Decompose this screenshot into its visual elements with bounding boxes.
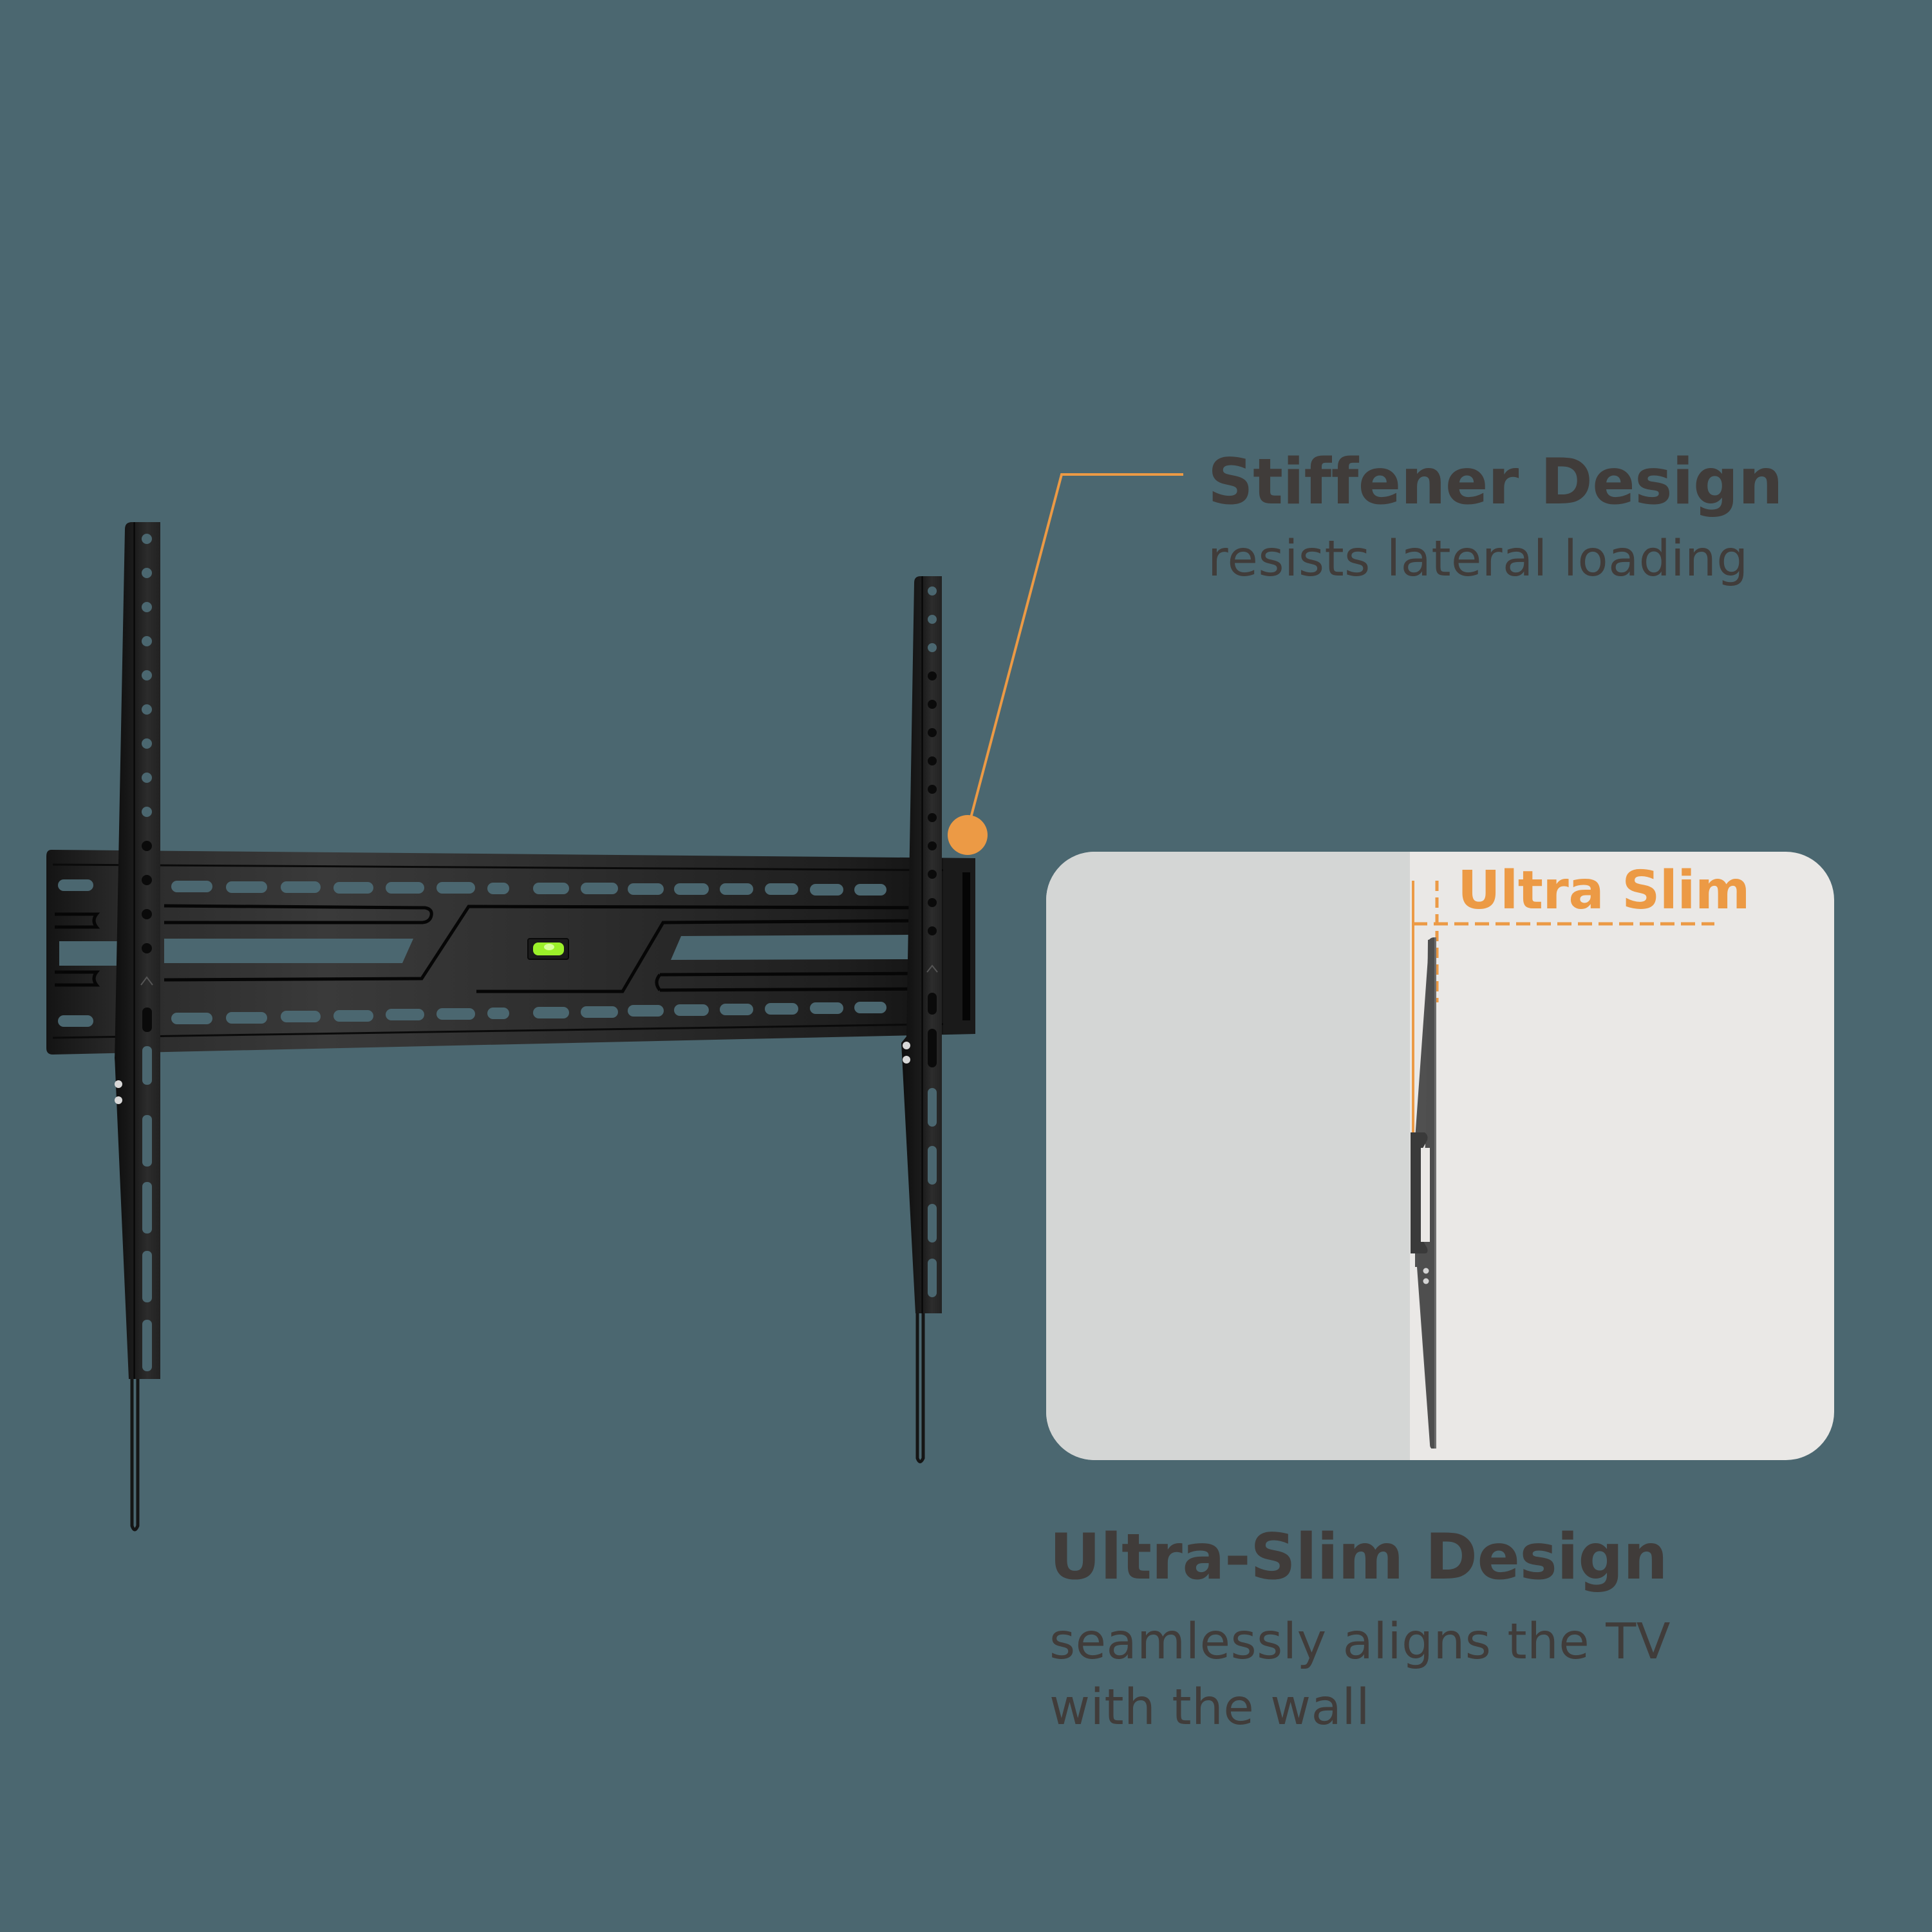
stiffener-design-title: Stiffener Design bbox=[1208, 445, 1783, 519]
wall-surface bbox=[1046, 852, 1410, 1460]
ultra-slim-profile-panel: Ultra Slim bbox=[1046, 852, 1834, 1460]
ultra-slim-design-title: Ultra-Slim Design bbox=[1049, 1521, 1668, 1594]
left-long-cutout bbox=[164, 939, 413, 963]
bracket-side-profile bbox=[1411, 881, 1714, 1449]
right-safety-cable bbox=[915, 1313, 925, 1463]
left-safety-cable bbox=[130, 1379, 140, 1532]
top-slot-row bbox=[58, 879, 973, 896]
ultra-slim-design-subtitle-line2: with the wall bbox=[1049, 1679, 1371, 1736]
callout-dot-icon bbox=[948, 815, 988, 855]
stiffener-ribs bbox=[55, 904, 928, 993]
stiffener-design-subtitle: resists lateral loading bbox=[1208, 530, 1749, 588]
right-vertical-rail bbox=[901, 576, 942, 1313]
bubble-level-icon bbox=[527, 938, 569, 960]
ultra-slim-dimension-label: Ultra Slim bbox=[1458, 860, 1750, 921]
horizontal-wall-plate bbox=[46, 850, 976, 1055]
right-long-cutout bbox=[671, 935, 908, 960]
left-vertical-rail bbox=[115, 522, 160, 1379]
ultra-slim-design-subtitle-line1: seamlessly aligns the TV bbox=[1049, 1613, 1671, 1671]
